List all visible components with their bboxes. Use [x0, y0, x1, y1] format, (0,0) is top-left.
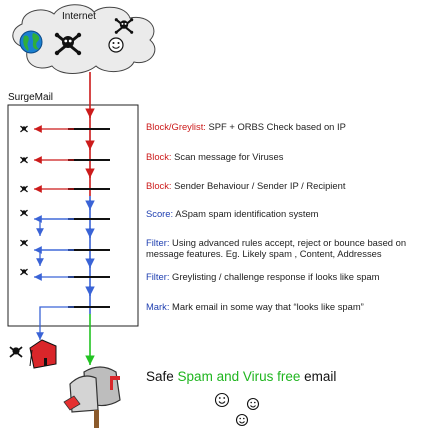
stage-1: Block: Scan message for Viruses	[146, 151, 283, 162]
stage-keyword: Mark:	[146, 301, 170, 312]
surgemail-box	[7, 104, 139, 327]
stage-text: Greylisting / challenge response if look…	[172, 271, 380, 282]
result-highlight: Spam and Virus free	[177, 369, 301, 384]
smiley-icon	[214, 392, 230, 408]
stage-0: Block/Greylist: SPF + ORBS Check based o…	[146, 121, 346, 132]
stage-keyword: Score:	[146, 208, 174, 219]
stage-3: Score: ASpam spam identification system	[146, 208, 319, 219]
reject-arrows-blue	[34, 215, 74, 340]
result-caption: Safe Spam and Virus free email	[146, 369, 336, 384]
smiley-icon	[246, 397, 260, 411]
stage-bars	[68, 128, 110, 308]
stage-text: ASpam spam identification system	[175, 208, 319, 219]
stage-2: Block: Sender Behaviour / Sender IP / Re…	[146, 180, 345, 191]
stage-text: SPF + ORBS Check based on IP	[208, 121, 346, 132]
stage-text: Scan message for Viruses	[174, 151, 284, 162]
result-suffix: email	[304, 369, 337, 384]
result-prefix: Safe	[146, 369, 174, 384]
stage-text: Mark email in some way that “looks like …	[172, 301, 364, 312]
stage-4: Filter: Using advanced rules accept, rej…	[146, 237, 406, 259]
stage-5: Filter: Greylisting / challenge response…	[146, 271, 379, 282]
stage-text: Sender Behaviour / Sender IP / Recipient	[174, 180, 346, 191]
smiley-icon	[235, 413, 249, 427]
skull-crossbones-icon	[54, 32, 82, 56]
stage-text: message features. Eg. Likely spam , Cont…	[146, 248, 382, 259]
stage-text: Using advanced rules accept, reject or b…	[172, 237, 407, 248]
reject-arrows-red	[34, 125, 74, 193]
stage-6: Mark: Mark email in some way that “looks…	[146, 301, 364, 312]
smiley-icon	[108, 37, 124, 53]
stage-keyword: Block/Greylist:	[146, 121, 206, 132]
internet-label: Internet	[62, 11, 96, 22]
mailbox-icon	[63, 366, 121, 428]
stage-keyword: Block:	[146, 180, 172, 191]
stage-keyword: Filter:	[146, 237, 170, 248]
globe-icon	[19, 30, 43, 54]
rejected-skull-icons	[20, 125, 28, 276]
spam-mailbox-icon	[9, 339, 57, 369]
stage-keyword: Filter:	[146, 271, 170, 282]
skull-crossbones-icon	[114, 18, 134, 34]
stage-keyword: Block:	[146, 151, 172, 162]
surgemail-label: SurgeMail	[8, 92, 54, 103]
